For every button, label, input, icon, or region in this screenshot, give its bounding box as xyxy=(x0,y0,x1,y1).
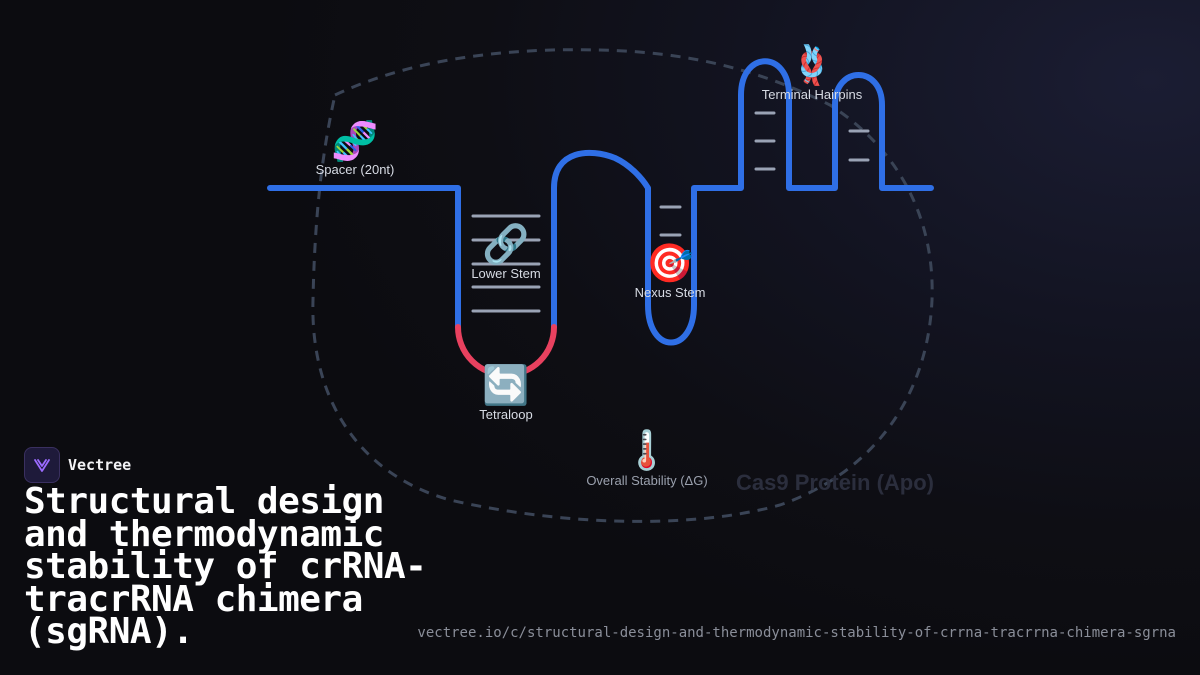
lower-stem-label: Lower Stem xyxy=(471,266,540,281)
dna-icon: 🧬 xyxy=(331,118,378,164)
nexus-stem-label: Nexus Stem xyxy=(635,285,706,300)
tetraloop-arc xyxy=(455,324,557,378)
tetraloop-label: Tetraloop xyxy=(479,407,532,422)
protein-label: Cas9 Protein (Apo) xyxy=(736,470,934,495)
terminal-hairpins-label: Terminal Hairpins xyxy=(762,87,863,102)
stability-label: Overall Stability (ΔG) xyxy=(586,473,707,488)
page-title: Structural design and thermodynamic stab… xyxy=(24,481,427,652)
link-icon: 🔗 xyxy=(482,221,529,267)
knot-icon: 🪢 xyxy=(788,43,835,87)
brand: Vectree xyxy=(24,447,131,483)
cycle-arrows-icon: 🔄 xyxy=(482,363,529,407)
spacer-label: Spacer (20nt) xyxy=(316,162,395,177)
thermometer-icon: 🌡️ xyxy=(623,428,670,472)
target-icon: 🎯 xyxy=(646,241,693,285)
sgrna-strand xyxy=(267,58,934,346)
vectree-logo-icon xyxy=(24,447,60,483)
base-pairs xyxy=(471,111,870,313)
brand-name: Vectree xyxy=(68,456,132,474)
cas9-protein-outline xyxy=(311,48,934,523)
source-url: vectree.io/c/structural-design-and-therm… xyxy=(417,625,1176,641)
